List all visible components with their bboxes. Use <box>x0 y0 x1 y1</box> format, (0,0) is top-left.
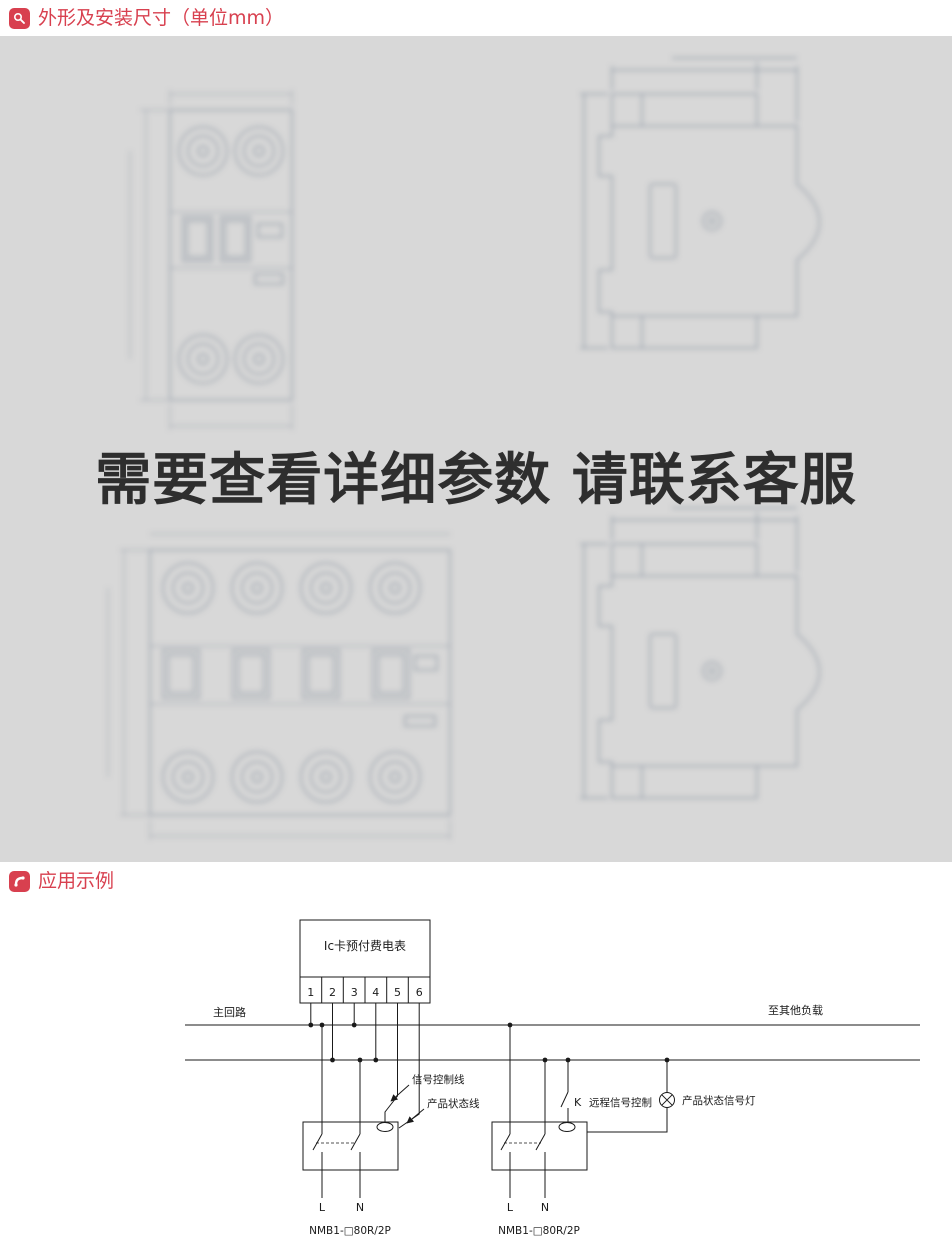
prepaid-meter-box: Ic卡预付费电表 1 2 3 4 5 6 <box>299 919 431 1004</box>
breaker-model-left: NMB1-□80R/2P <box>309 1225 391 1237</box>
signal-terminal-right <box>558 1122 576 1132</box>
other-loads-label: 至其他负载 <box>768 1003 823 1017</box>
dimension-drawings-svg <box>107 57 821 840</box>
breaker-left: L N NMB1-□80R/2P <box>302 1022 399 1237</box>
application-section-title: 应用示例 <box>38 869 115 892</box>
magnifier-icon <box>9 7 30 29</box>
phase-l-label-left: L <box>319 1201 326 1214</box>
breaker-side-view-bottom-drawing <box>579 507 821 799</box>
terminal-1-label: 1 <box>307 986 314 999</box>
terminal-4-label: 4 <box>372 986 379 999</box>
phase-n-label-left: N <box>356 1201 364 1214</box>
terminal-2-label: 2 <box>329 986 336 999</box>
remote-control-label: 远程信号控制 <box>589 1096 652 1109</box>
remote-switch-k: K 远程信号控制 <box>560 1057 652 1123</box>
phone-icon <box>9 870 30 892</box>
meter-terminal-wires <box>308 1003 420 1129</box>
contact-service-overlay-text: 需要查看详细参数 请联系客服 <box>95 448 857 513</box>
breaker-side-view-top-drawing <box>579 57 821 349</box>
terminal-5-label: 5 <box>394 986 401 999</box>
dimensions-section-header: 外形及安装尺寸（单位mm） <box>0 0 952 36</box>
wiring-diagram-svg: Ic卡预付费电表 1 2 3 4 5 6 主回路 至其他负载 <box>185 919 920 1237</box>
dimension-drawings-area: 需要查看详细参数 请联系客服 <box>0 36 952 862</box>
meter-label: Ic卡预付费电表 <box>324 939 406 953</box>
breaker-4p-front-drawing <box>107 533 451 840</box>
phase-l-label-right: L <box>507 1201 514 1214</box>
status-lamp-label: 产品状态信号灯 <box>682 1094 756 1107</box>
terminal-3-label: 3 <box>351 986 358 999</box>
remote-k-label: K <box>574 1096 582 1109</box>
status-lamp: 产品状态信号灯 <box>587 1057 756 1133</box>
signal-terminal-left <box>376 1122 394 1132</box>
product-status-callout: 产品状态线 <box>406 1097 480 1124</box>
signal-control-callout: 信号控制线 <box>390 1073 465 1102</box>
product-status-label: 产品状态线 <box>427 1097 480 1110</box>
signal-control-wire <box>384 1003 398 1123</box>
main-circuit-label: 主回路 <box>213 1006 246 1019</box>
signal-control-label: 信号控制线 <box>412 1073 465 1086</box>
dimensions-section-title: 外形及安装尺寸（单位mm） <box>38 6 285 29</box>
application-wiring-area: Ic卡预付费电表 1 2 3 4 5 6 主回路 至其他负载 <box>0 900 952 1242</box>
application-section-header: 应用示例 <box>0 862 952 900</box>
breaker-right: L N NMB1-□80R/2P <box>491 1022 588 1237</box>
phase-n-label-right: N <box>541 1201 549 1214</box>
terminal-6-label: 6 <box>416 986 423 999</box>
breaker-model-right: NMB1-□80R/2P <box>498 1225 580 1237</box>
product-status-wire <box>398 1003 420 1129</box>
breaker-2p-front-drawing <box>129 90 293 430</box>
